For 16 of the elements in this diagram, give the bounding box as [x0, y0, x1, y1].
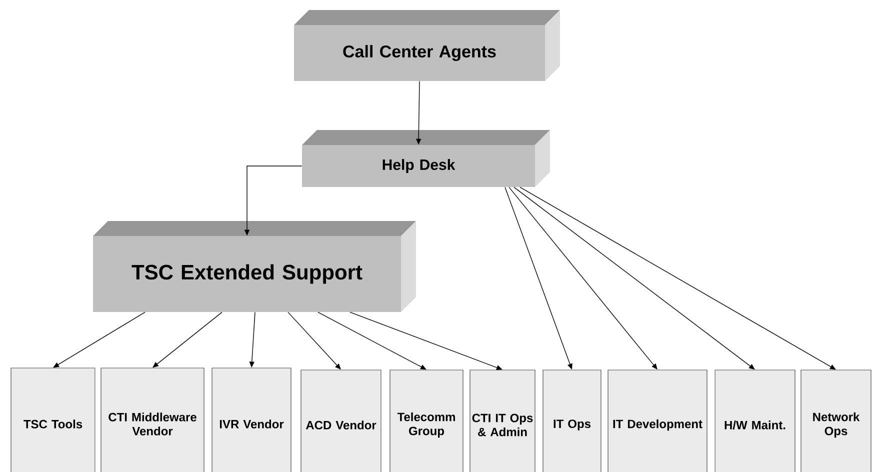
- arrow: [520, 186, 836, 370]
- arrow: [53, 312, 146, 368]
- team-box: Telecomm Group: [390, 370, 464, 472]
- team-box: CTI Middleware Vendor: [100, 368, 204, 472]
- team-box: IT Ops: [542, 370, 602, 472]
- arrow: [318, 312, 426, 370]
- team-box: ACD Vendor: [300, 370, 382, 472]
- raised-box: TSC Extended Support: [93, 221, 416, 312]
- raised-box: Help Desk: [302, 130, 550, 187]
- raised-box: Call Center Agents: [294, 10, 560, 81]
- team-box: CTI IT Ops & Admin: [470, 370, 536, 472]
- team-box: IT Development: [608, 370, 708, 472]
- team-box: TSC Tools: [10, 368, 96, 472]
- team-box: Network Ops: [800, 370, 872, 472]
- team-box: IVR Vendor: [212, 368, 292, 472]
- team-box: H/W Maint.: [714, 370, 796, 472]
